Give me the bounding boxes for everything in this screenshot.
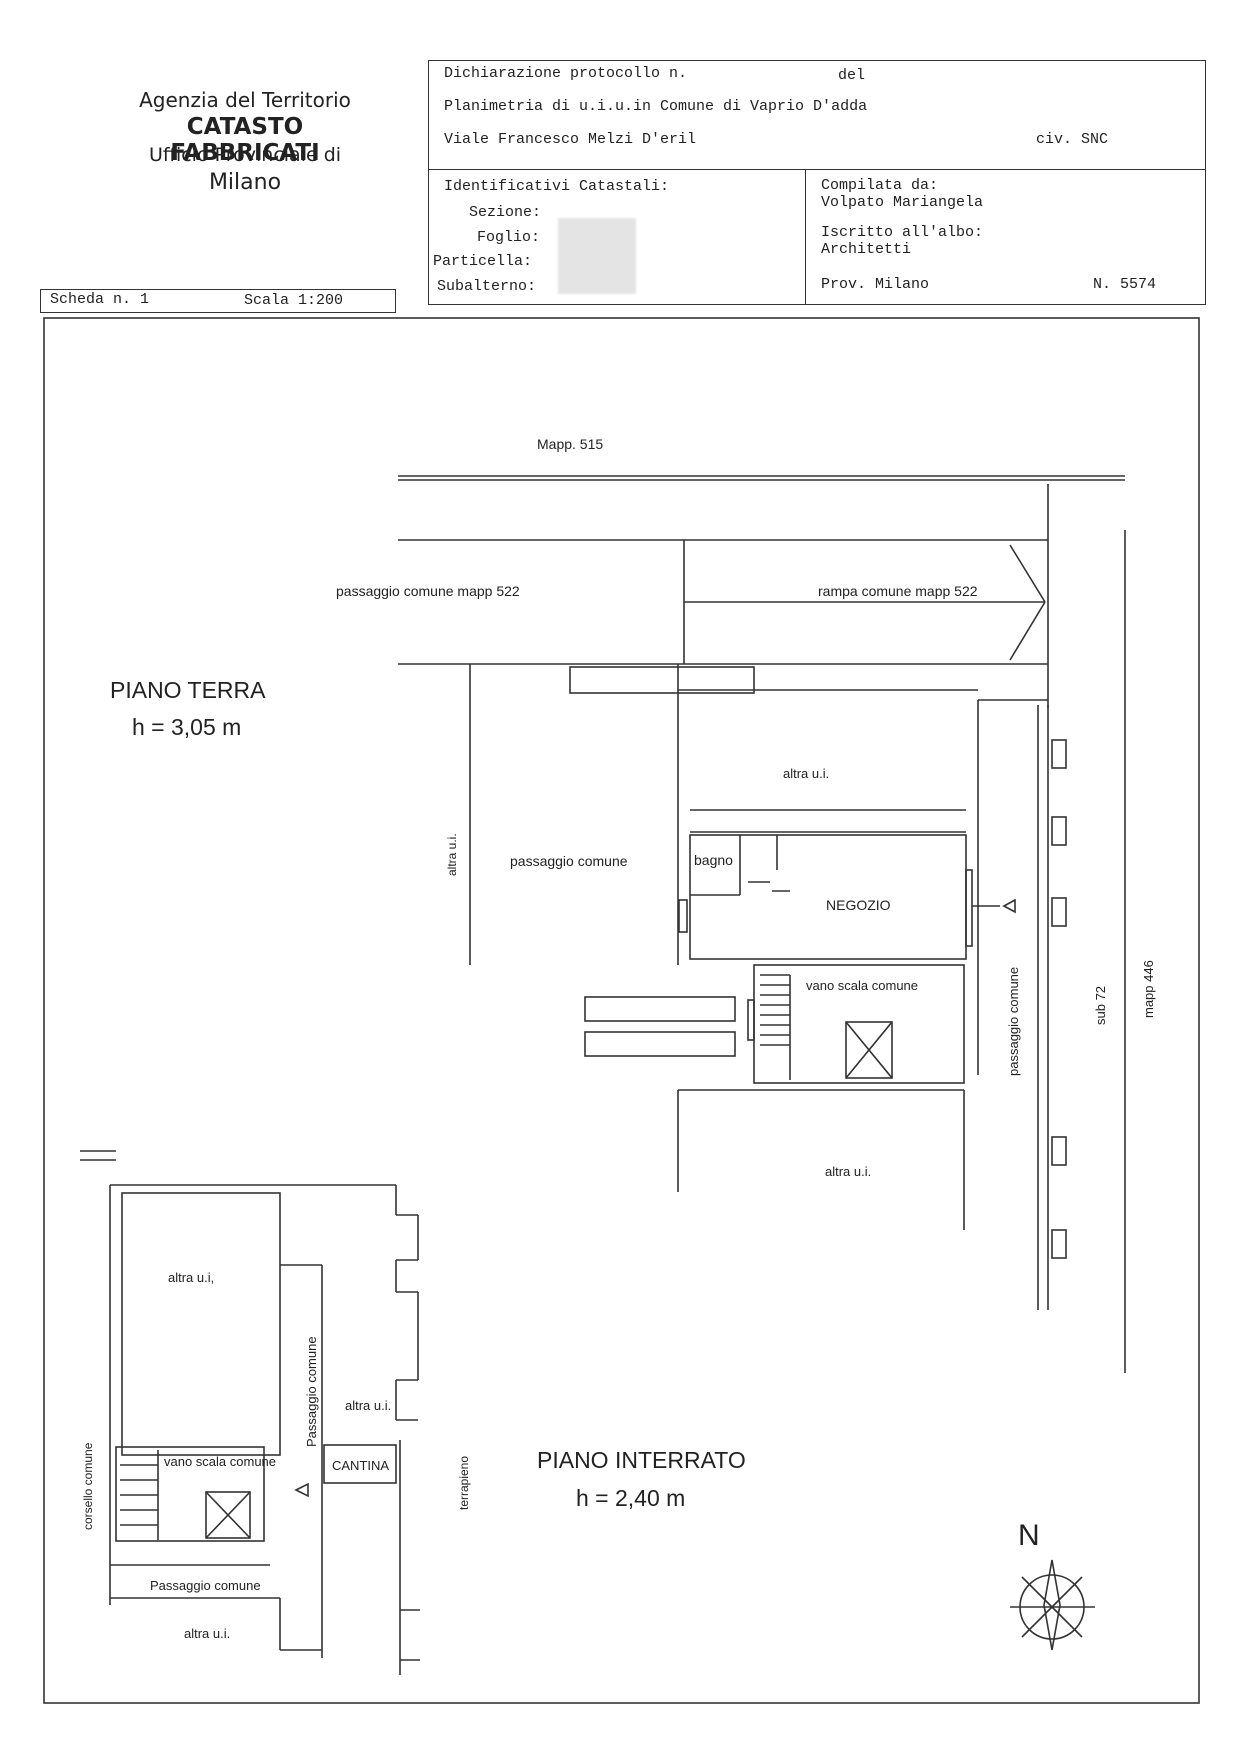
scheda-box bbox=[40, 289, 396, 313]
piano-terra-title: PIANO TERRA bbox=[110, 677, 266, 703]
scheda-number: Scheda n. 1 bbox=[50, 291, 150, 308]
ufficio-label: Ufficio Provinciale di bbox=[148, 144, 342, 166]
negozio-label: NEGOZIO bbox=[826, 897, 891, 913]
passaggio-comune-vertical-label: passaggio comune bbox=[1006, 967, 1021, 1076]
identificativi-label: Identificativi Catastali: bbox=[444, 178, 670, 195]
address-text: Viale Francesco Melzi D'eril bbox=[444, 131, 697, 148]
piano-interrato-height: h = 2,40 m bbox=[576, 1485, 685, 1511]
altra-ui-vertical-label: altra u.i. bbox=[445, 833, 459, 876]
passaggio-comune-mid-label: passaggio comune bbox=[510, 853, 628, 869]
compilata-label: Compilata da: bbox=[821, 177, 939, 194]
iscritto-value: Architetti bbox=[821, 241, 912, 258]
entrance-arrow bbox=[1002, 898, 1016, 914]
particella-label: Particella: bbox=[433, 253, 533, 270]
sezione-label: Sezione: bbox=[469, 204, 542, 221]
vano-scala-basement-label: vano scala comune bbox=[164, 1454, 276, 1469]
drawing-frame bbox=[43, 317, 1200, 1704]
corsello-comune-label: corsello comune bbox=[81, 1442, 95, 1530]
agency-name: Agenzia del Territorio bbox=[139, 88, 351, 112]
altra-ui-basement-room bbox=[121, 1192, 281, 1456]
altra-ui-small-label: altra u.i. bbox=[345, 1398, 391, 1413]
bagno-label: bagno bbox=[694, 852, 733, 868]
prov-label: Prov. Milano bbox=[821, 276, 930, 293]
grate-mid-2 bbox=[584, 1031, 736, 1057]
cantina-label: CANTINA bbox=[332, 1458, 389, 1473]
catasto-title: CATASTO FABBRICATI bbox=[170, 114, 320, 166]
rampa-522-label: rampa comune mapp 522 bbox=[818, 583, 978, 599]
grate-mid-1 bbox=[584, 996, 736, 1022]
terrapieno-label: terrapieno bbox=[457, 1456, 471, 1510]
north-label: N bbox=[1018, 1519, 1040, 1552]
passaggio-basement-vertical-label: Passaggio comune bbox=[304, 1336, 319, 1447]
redacted-ids bbox=[558, 218, 636, 294]
provincia-name: Milano bbox=[208, 170, 282, 195]
altra-ui-basement-label: altra u.i, bbox=[168, 1270, 214, 1285]
subalterno-label: Subalterno: bbox=[437, 278, 537, 295]
civic-number: civ. SNC bbox=[1036, 131, 1109, 148]
altra-ui-bottom-label: altra u.i. bbox=[184, 1626, 230, 1641]
mapp446-label: mapp 446 bbox=[1141, 960, 1156, 1018]
stair-block-basement bbox=[115, 1446, 265, 1542]
mapp515-label: Mapp. 515 bbox=[537, 436, 603, 452]
grate-top bbox=[569, 666, 755, 694]
piano-terra-height: h = 3,05 m bbox=[132, 714, 241, 740]
protocol-label: Dichiarazione protocollo n. bbox=[444, 65, 688, 82]
vano-scala-top-label: vano scala comune bbox=[806, 978, 918, 993]
piano-interrato-title: PIANO INTERRATO bbox=[537, 1447, 746, 1473]
header-compiler-box bbox=[805, 169, 1206, 305]
passaggio-comune-bottom-label: Passaggio comune bbox=[150, 1578, 261, 1593]
passaggio-522-label: passaggio comune mapp 522 bbox=[336, 583, 520, 599]
iscritto-label: Iscritto all'albo: bbox=[821, 224, 984, 241]
del-label: del bbox=[838, 67, 866, 84]
altra-ui-lower-label: altra u.i. bbox=[825, 1164, 871, 1179]
planimetria-text: Planimetria di u.i.u.in Comune di Vaprio… bbox=[444, 98, 868, 115]
sub72-label: sub 72 bbox=[1093, 986, 1108, 1025]
altra-ui-top-label: altra u.i. bbox=[783, 766, 829, 781]
cantina-room bbox=[323, 1444, 397, 1484]
albo-number: N. 5574 bbox=[1093, 276, 1157, 293]
foglio-label: Foglio: bbox=[477, 229, 541, 246]
compilata-name: Volpato Mariangela bbox=[821, 194, 984, 211]
scala-value: Scala 1:200 bbox=[244, 292, 344, 309]
